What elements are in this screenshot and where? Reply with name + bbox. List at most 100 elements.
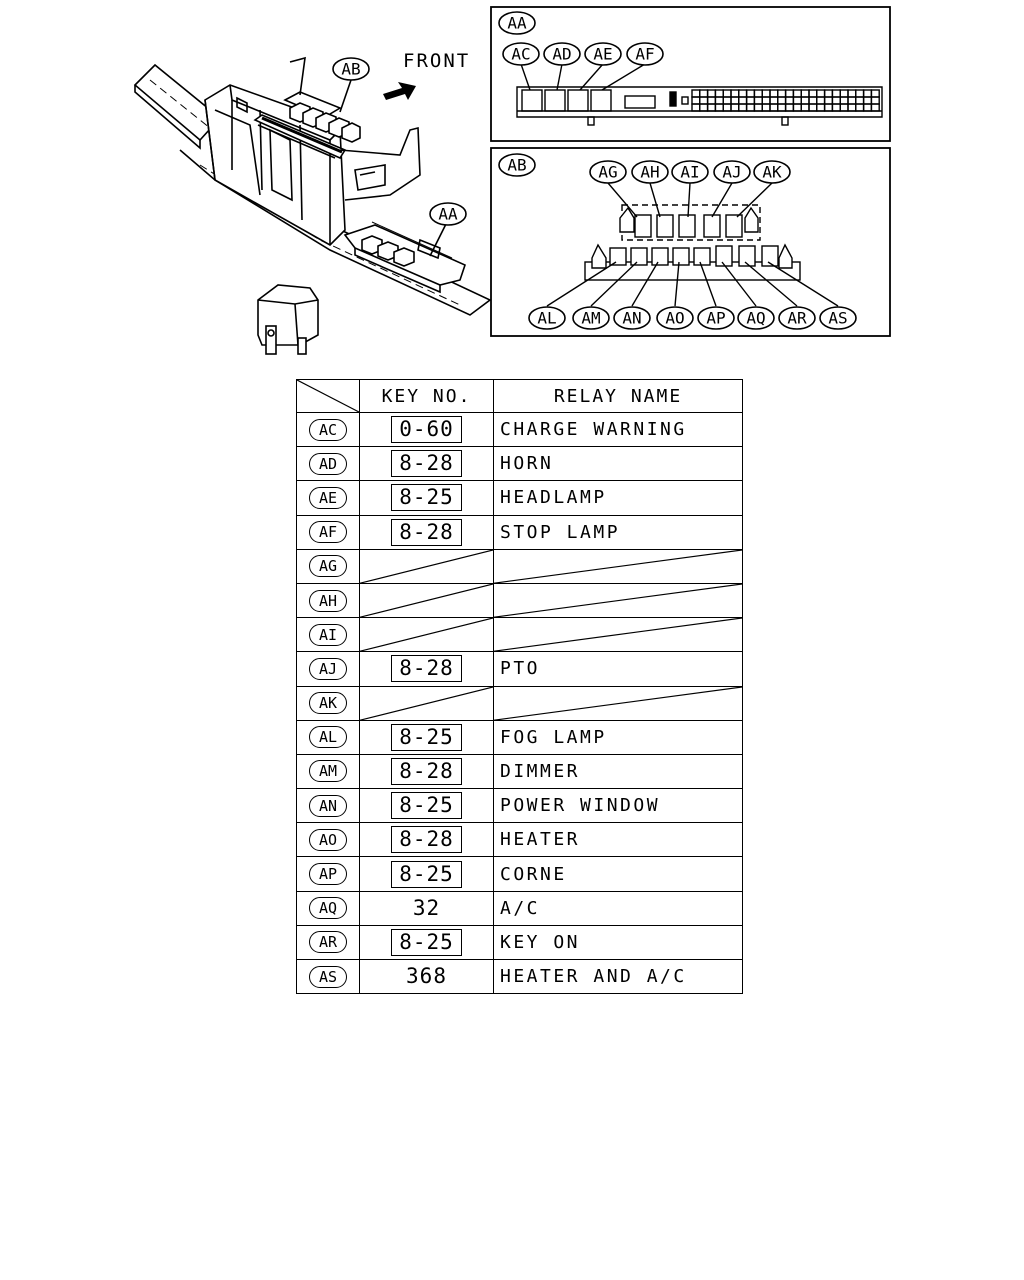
svg-text:AQ: AQ	[746, 309, 765, 328]
front-label: FRONT	[403, 50, 470, 72]
row-key-cell	[359, 617, 494, 653]
row-name-cell: DIMMER	[493, 753, 743, 790]
row-key-cell: 8-25	[359, 719, 494, 755]
empty-cell-diagonal	[494, 550, 742, 583]
svg-text:AF: AF	[635, 45, 654, 64]
row-code-badge: AQ	[309, 897, 347, 920]
table-row: AF 8-28 STOP LAMP	[296, 514, 743, 550]
key-number: 8-28	[391, 655, 462, 683]
row-code-cell: AJ	[296, 651, 360, 687]
svg-text:AJ: AJ	[722, 163, 741, 182]
row-code-badge: AH	[309, 589, 347, 612]
row-code-cell: AQ	[296, 890, 360, 926]
row-code-badge: AK	[309, 692, 347, 715]
relay-name: HEATER AND A/C	[500, 966, 687, 988]
row-code-badge: AL	[309, 726, 347, 749]
panel-aa-leaders	[520, 63, 646, 91]
table-row: AJ 8-28 PTO	[296, 651, 743, 687]
svg-text:AE: AE	[593, 45, 612, 64]
row-key-cell: 8-25	[359, 924, 494, 961]
row-code-cell: AF	[296, 514, 360, 550]
panel-ab: AB	[490, 147, 891, 337]
table-row: AE 8-25 HEADLAMP	[296, 480, 743, 516]
key-number: 8-25	[391, 723, 462, 751]
key-number: 32	[412, 895, 441, 920]
relay-name: HEADLAMP	[500, 487, 607, 509]
row-code-cell: AE	[296, 480, 360, 516]
relay-name: STOP LAMP	[500, 521, 621, 543]
relay-name: HEATER	[500, 829, 581, 851]
relay-name: CORNE	[500, 863, 567, 885]
row-name-cell: KEY ON	[493, 924, 743, 961]
row-name-cell: PTO	[493, 651, 743, 687]
row-key-cell	[359, 548, 494, 584]
connector-block-aa	[343, 221, 466, 294]
row-name-cell	[493, 617, 743, 653]
callout-aa-illustration: AA	[429, 202, 467, 226]
row-code-cell: AI	[296, 617, 360, 653]
relay-name: PTO	[500, 658, 541, 680]
key-number: 8-25	[391, 928, 462, 956]
svg-text:AM: AM	[581, 309, 600, 328]
callout-ap: AP	[697, 306, 735, 330]
relay-name: A/C	[500, 897, 541, 919]
callout-aq: AQ	[737, 306, 775, 330]
row-code-badge: AC	[309, 418, 347, 441]
svg-text:AB: AB	[341, 60, 360, 79]
key-number: 8-25	[391, 484, 462, 512]
callout-aj: AJ	[713, 160, 751, 184]
row-key-cell: 32	[359, 890, 494, 926]
svg-text:AA: AA	[507, 14, 527, 33]
relay-name: HORN	[500, 453, 554, 475]
callout-ae: AE	[584, 42, 622, 66]
row-key-cell: 8-25	[359, 856, 494, 892]
row-code-cell: AG	[296, 548, 360, 584]
callout-af: AF	[626, 42, 664, 66]
row-code-badge: AF	[309, 521, 347, 544]
fuse-grid-cell	[870, 103, 880, 112]
table-row: AQ 32 A/C	[296, 890, 743, 926]
row-name-cell: HEADLAMP	[493, 480, 743, 516]
callout-ab-illustration: AB	[332, 57, 370, 81]
table-row: AG	[296, 548, 743, 584]
svg-text:AN: AN	[622, 309, 641, 328]
svg-text:AL: AL	[537, 309, 556, 328]
row-name-cell	[493, 582, 743, 619]
front-arrow: FRONT	[383, 50, 470, 100]
empty-cell-diagonal	[494, 618, 742, 651]
panel-ab-title: AB	[498, 153, 536, 177]
row-key-cell	[359, 582, 494, 619]
relay-location-diagram: AB AA FRONT AA	[133, 6, 891, 355]
row-code-cell: AS	[296, 958, 360, 995]
row-code-cell: AK	[296, 685, 360, 721]
callout-ac: AC	[502, 42, 540, 66]
svg-text:AP: AP	[706, 309, 725, 328]
row-code-badge: AO	[309, 828, 347, 851]
row-code-cell: AN	[296, 788, 360, 824]
row-name-cell	[493, 548, 743, 584]
table-header-row: KEY NO. RELAY NAME	[296, 379, 743, 413]
callout-ag: AG	[589, 160, 627, 184]
empty-cell-diagonal	[360, 550, 493, 583]
callout-ah: AH	[631, 160, 669, 184]
panel-aa: AA AC AD AE AF	[490, 6, 891, 142]
key-number: 8-28	[391, 518, 462, 546]
row-code-cell: AL	[296, 719, 360, 755]
key-number: 0-60	[391, 416, 462, 444]
key-number: 8-25	[391, 792, 462, 820]
key-number: 8-28	[391, 826, 462, 854]
svg-text:AI: AI	[680, 163, 699, 182]
row-code-badge: AG	[309, 555, 347, 578]
row-code-badge: AN	[309, 794, 347, 817]
row-code-cell: AO	[296, 822, 360, 858]
svg-text:AD: AD	[552, 45, 571, 64]
row-code-cell: AP	[296, 856, 360, 892]
row-name-cell: HEATER AND A/C	[493, 958, 743, 995]
row-name-cell	[493, 685, 743, 721]
row-key-cell: 368	[359, 958, 494, 995]
callout-am: AM	[572, 306, 610, 330]
row-name-cell: STOP LAMP	[493, 514, 743, 550]
